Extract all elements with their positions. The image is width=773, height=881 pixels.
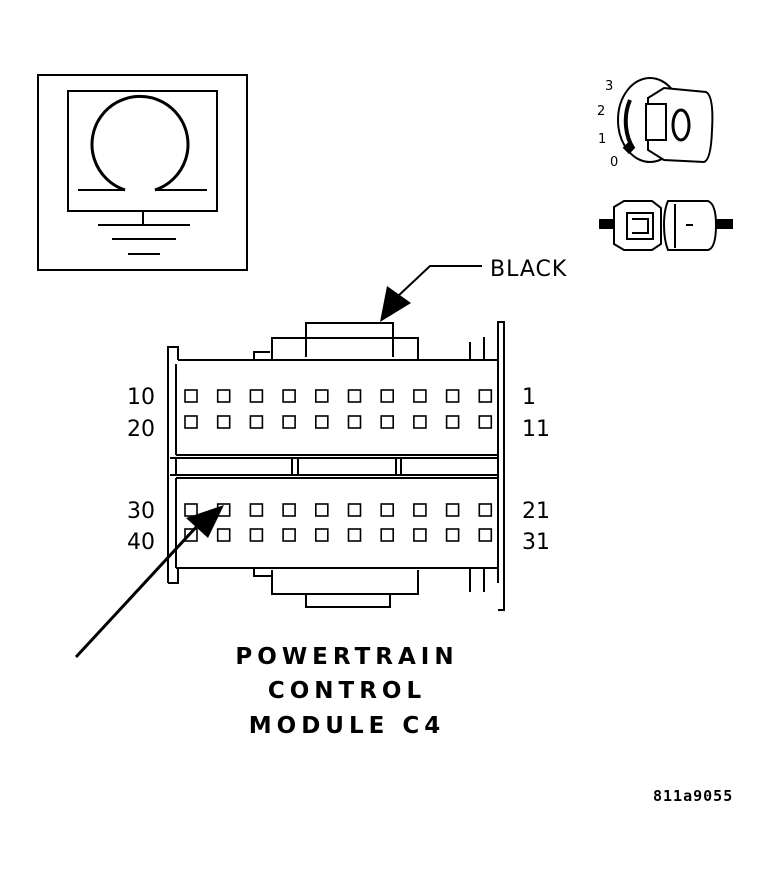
ignition-pos-1: 1	[598, 132, 606, 147]
connector-color-label: BLACK	[490, 257, 567, 282]
pin-label-40: 40	[127, 530, 155, 555]
pin-cavity-21	[478, 503, 493, 517]
figure-code: 811a9055	[653, 787, 733, 805]
pin-cavity-19	[216, 415, 231, 429]
pin-cavity-1	[478, 389, 493, 403]
pin-label-31: 31	[522, 530, 550, 555]
pin-cavity-37	[282, 528, 296, 542]
pin-cavity-7	[282, 389, 296, 403]
pin-cavity-40	[184, 528, 198, 542]
pin-cavity-28	[249, 503, 264, 517]
pin-cavity-15	[347, 415, 362, 429]
pin-cavity-12	[445, 415, 460, 429]
probe-arrow	[74, 505, 224, 659]
pin-cavity-32	[445, 528, 460, 542]
pin-cavity-9	[216, 389, 231, 403]
pin-cavity-35	[347, 528, 362, 542]
pin-label-20: 20	[127, 417, 155, 442]
pin-cavity-3	[413, 389, 427, 403]
pin-cavity-11	[478, 415, 493, 429]
pin-cavity-25	[347, 503, 362, 517]
pin-cavity-16	[314, 415, 329, 429]
pin-cavity-24	[380, 503, 395, 517]
ignition-pos-3: 3	[605, 79, 613, 94]
pin-cavity-31	[478, 528, 493, 542]
module-title: POWERTRAIN CONTROL MODULE C4	[235, 644, 458, 739]
pin-cavity-17	[282, 415, 296, 429]
module-title-line3: MODULE C4	[249, 713, 445, 739]
module-title-line2: CONTROL	[268, 678, 426, 704]
pin-cavity-23	[413, 503, 427, 517]
pin-cavity-22	[445, 503, 460, 517]
ignition-key-off-icon: 3 2 1 0	[597, 77, 714, 170]
pin-cavity-39	[216, 528, 231, 542]
pin-label-10: 10	[127, 385, 155, 410]
pin-cavity-8	[249, 389, 264, 403]
pin-number-labels: 10 20 30 40 1 11 21 31	[127, 385, 550, 555]
pin-cavity-36	[314, 528, 329, 542]
pin-label-30: 30	[127, 499, 155, 524]
pin-cavity-2	[445, 389, 460, 403]
connector-housing	[167, 321, 505, 611]
pin-label-11: 11	[522, 417, 550, 442]
pin-label-1: 1	[522, 385, 536, 410]
pin-cavity-30	[184, 503, 198, 517]
pin-cavity-5	[347, 389, 362, 403]
pin-cavity-4	[380, 389, 395, 403]
pin-cavity-20	[184, 415, 198, 429]
pin-cavity-14	[380, 415, 395, 429]
color-callout: BLACK	[380, 257, 567, 322]
pin-cavity-18	[249, 415, 264, 429]
module-title-line1: POWERTRAIN	[235, 644, 458, 670]
disconnected-connector-icon	[599, 200, 733, 251]
pin-cavity-26	[314, 503, 329, 517]
pin-cavity-34	[380, 528, 395, 542]
pin-cavity-13	[413, 415, 427, 429]
ohmmeter-icon	[37, 74, 248, 271]
pin-cavity-27	[282, 503, 296, 517]
pin-cavity-10	[184, 389, 198, 403]
pin-cavity-33	[413, 528, 427, 542]
pin-cavity-6	[314, 389, 329, 403]
ignition-pos-0: 0	[610, 155, 618, 170]
ignition-pos-2: 2	[597, 104, 605, 119]
pin-label-21: 21	[522, 499, 550, 524]
pin-cavity-38	[249, 528, 264, 542]
pin-cavity-grid	[184, 389, 493, 542]
